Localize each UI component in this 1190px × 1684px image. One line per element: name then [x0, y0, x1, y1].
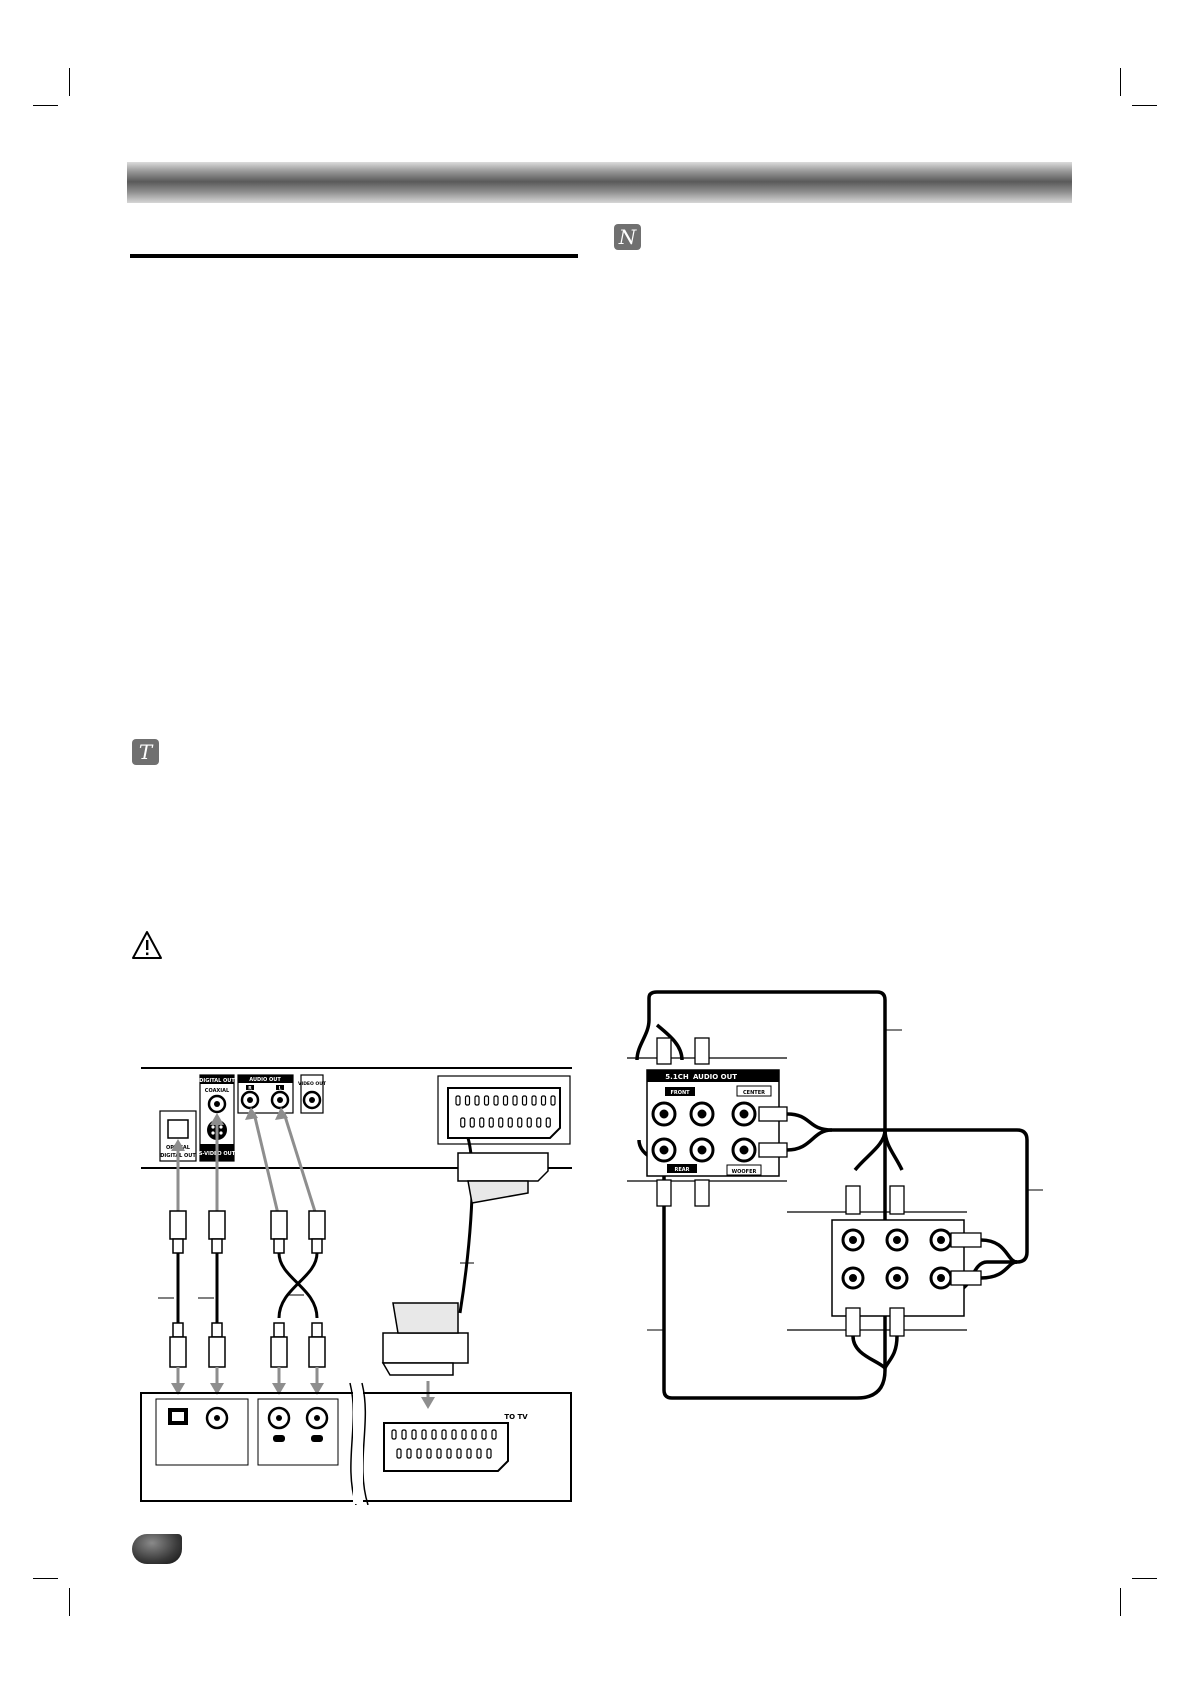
- scart-pin: [512, 1095, 518, 1106]
- surround-connection-diagram: 5.1CH AUDIO OUT FRONT CENTER REAR WOOFER: [627, 990, 1043, 1400]
- scart-pin: [481, 1429, 487, 1440]
- scart-pin: [474, 1095, 480, 1106]
- scart-pin: [461, 1429, 467, 1440]
- crop-mark: [1120, 68, 1121, 96]
- tip-icon: T: [132, 739, 159, 765]
- scart-pin: [426, 1448, 432, 1459]
- audio-r-label: R: [248, 1086, 252, 1092]
- scart-pin: [483, 1095, 490, 1106]
- crop-mark: [69, 1588, 70, 1616]
- front-label: FRONT: [670, 1090, 690, 1096]
- scart-pin: [502, 1095, 509, 1106]
- rear-label: REAR: [675, 1167, 690, 1173]
- scart-pin: [455, 1095, 461, 1106]
- scart-pin: [521, 1095, 528, 1106]
- scart-pin: [460, 1117, 466, 1128]
- woofer-label: WOOFER: [732, 1169, 757, 1175]
- scart-pin: [469, 1117, 475, 1128]
- audio-out-label: AUDIO OUT: [249, 1077, 281, 1083]
- page-number-tab: [132, 1534, 182, 1564]
- scart-pin: [526, 1117, 532, 1128]
- scart-pin: [479, 1117, 485, 1128]
- crop-mark: [69, 68, 70, 96]
- coaxial-label: COAXIAL: [205, 1088, 230, 1094]
- ch-label: 5.1CH: [665, 1073, 689, 1081]
- crop-mark: [33, 105, 58, 106]
- scart-pin: [396, 1448, 402, 1459]
- scart-pin: [471, 1429, 477, 1440]
- scart-pin: [411, 1429, 417, 1440]
- scart-pin: [451, 1429, 457, 1440]
- crop-mark: [1132, 105, 1157, 106]
- section-header-band: [127, 162, 1072, 203]
- scart-pin: [545, 1117, 551, 1128]
- surround-audio-out-label: AUDIO OUT: [693, 1073, 737, 1081]
- crop-mark: [1120, 1588, 1121, 1616]
- digital-out-label: DIGITAL OUT: [199, 1078, 235, 1084]
- section-rule: [130, 254, 578, 258]
- scart-pin: [406, 1448, 412, 1459]
- scart-pin: [446, 1448, 452, 1459]
- crop-mark: [1132, 1578, 1157, 1579]
- scart-pin: [531, 1095, 537, 1106]
- scart-pin: [421, 1429, 427, 1440]
- scart-pin: [491, 1429, 497, 1440]
- center-label: CENTER: [743, 1090, 765, 1096]
- scart-pin: [441, 1429, 447, 1440]
- crop-mark: [33, 1578, 58, 1579]
- video-out-label: VIDEO OUT: [298, 1081, 327, 1087]
- scart-pin: [498, 1117, 504, 1128]
- to-tv-label: TO TV: [504, 1413, 528, 1421]
- tv-connection-diagram: OPTICAL DIGITAL OUT DIGITAL OUT COAXIAL …: [140, 1067, 572, 1505]
- scart-pin: [550, 1095, 556, 1106]
- scart-pin: [464, 1095, 471, 1106]
- scart-pin: [416, 1448, 422, 1459]
- scart-pin: [391, 1429, 397, 1440]
- scart-pin: [488, 1117, 494, 1128]
- scart-pin: [436, 1448, 442, 1459]
- scart-pin: [507, 1117, 513, 1128]
- scart-pin: [536, 1117, 542, 1128]
- scart-pin: [517, 1117, 523, 1128]
- scart-pin: [401, 1429, 407, 1440]
- warning-icon: [132, 931, 162, 959]
- scart-pin: [486, 1448, 492, 1459]
- note-icon: N: [614, 224, 641, 250]
- scart-pin: [493, 1095, 499, 1106]
- scart-pin: [431, 1429, 437, 1440]
- audio-l-label: L: [279, 1086, 282, 1092]
- scart-pin: [540, 1095, 547, 1106]
- scart-pin: [476, 1448, 482, 1459]
- scart-pin: [466, 1448, 472, 1459]
- scart-pin: [456, 1448, 462, 1459]
